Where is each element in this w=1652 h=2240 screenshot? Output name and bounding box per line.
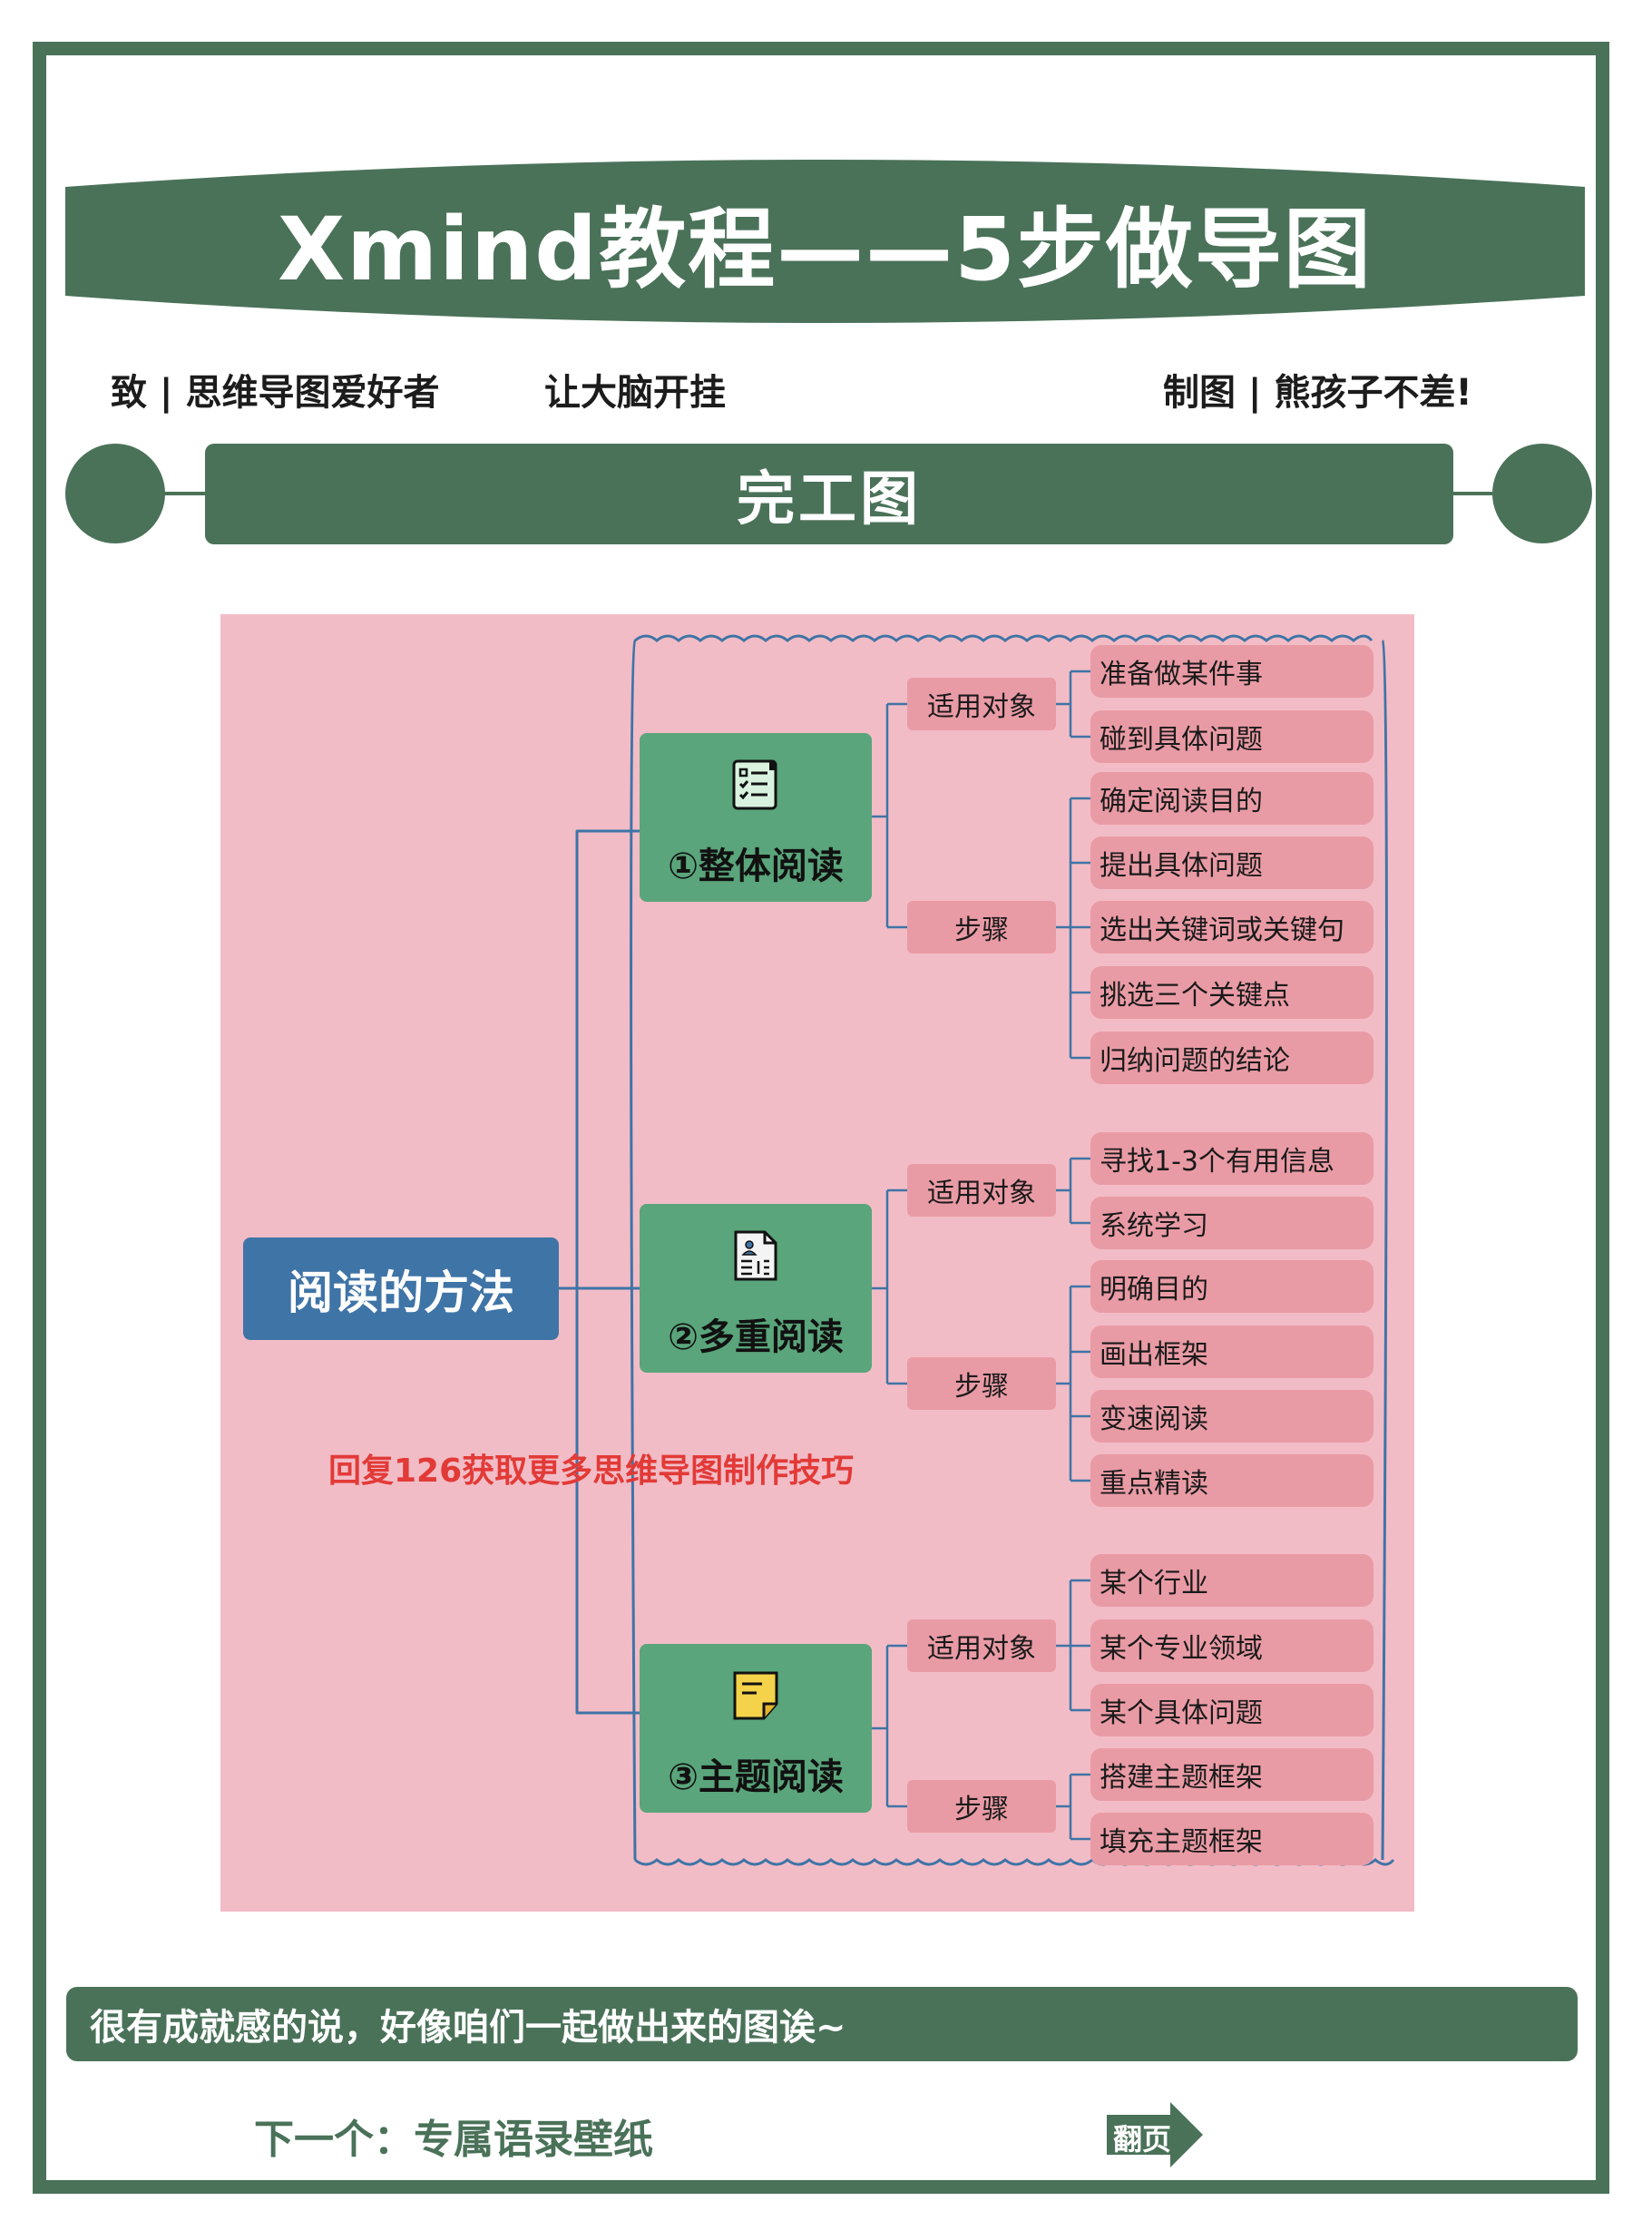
section-left-dot: [65, 444, 165, 543]
section-title: 完工图: [205, 444, 1453, 544]
leaf-item: 准备做某件事: [1090, 645, 1373, 698]
leaf-item: 填充主题框架: [1090, 1813, 1373, 1865]
page-frame: [33, 42, 1609, 2194]
byline-slogan: 让大脑开挂: [544, 372, 726, 414]
leaf-item: 确定阅读目的: [1090, 772, 1373, 825]
arrow-right-icon[interactable]: [1105, 2100, 1205, 2169]
branch-overall-reading: ①整体阅读: [640, 733, 872, 902]
section-left-connector: [163, 492, 209, 495]
branch-topic-reading: ③主题阅读: [640, 1644, 872, 1813]
leaf-item: 某个专业领域: [1090, 1619, 1373, 1672]
byline-audience: 致 | 思维导图爱好者: [111, 372, 440, 414]
mindmap-root: 阅读的方法: [243, 1237, 559, 1340]
subtopic-steps: 步骤: [907, 1357, 1056, 1410]
next-page-button[interactable]: 翻页: [1112, 2122, 1171, 2157]
subtopic-target: 适用对象: [907, 1164, 1056, 1217]
leaf-item: 某个具体问题: [1090, 1684, 1373, 1736]
branch-multiple-reading: ②多重阅读: [640, 1204, 872, 1373]
page-title: Xmind教程——5步做导图: [278, 198, 1373, 300]
title-banner: [65, 160, 1585, 323]
leaf-item: 明确目的: [1090, 1260, 1373, 1313]
branch-label: ③主题阅读: [668, 1756, 844, 1798]
leaf-item: 变速阅读: [1090, 1390, 1373, 1443]
branch-label: ①整体阅读: [668, 846, 844, 887]
promo-text: 回复126获取更多思维导图制作技巧: [328, 1453, 855, 1490]
sticky-note-icon: [733, 1671, 778, 1720]
footer-caption: 很有成就感的说，好像咱们一起做出来的图诶~: [66, 1987, 1578, 2061]
branch-label: ②多重阅读: [668, 1316, 844, 1358]
leaf-item: 挑选三个关键点: [1090, 966, 1373, 1019]
leaf-item: 画出框架: [1090, 1325, 1373, 1378]
leaf-item: 某个行业: [1090, 1554, 1373, 1607]
leaf-item: 选出关键词或关键句: [1090, 901, 1373, 954]
byline-author: 制图 | 熊孩子不差!: [1163, 372, 1472, 414]
leaf-item: 归纳问题的结论: [1090, 1032, 1373, 1084]
leaf-item: 碰到具体问题: [1090, 710, 1373, 763]
section-right-dot: [1492, 444, 1592, 543]
leaf-item: 系统学习: [1090, 1197, 1373, 1249]
document-profile-icon: [734, 1230, 777, 1281]
checklist-icon: [732, 759, 777, 810]
leaf-item: 重点精读: [1090, 1454, 1373, 1507]
subtopic-steps: 步骤: [907, 901, 1056, 954]
section-right-connector: [1450, 492, 1495, 495]
subtopic-target: 适用对象: [907, 1619, 1056, 1672]
leaf-item: 寻找1-3个有用信息: [1090, 1132, 1373, 1185]
leaf-item: 提出具体问题: [1090, 836, 1373, 889]
leaf-item: 搭建主题框架: [1090, 1748, 1373, 1801]
next-page-text: 下一个：专属语录壁纸: [254, 2117, 653, 2163]
subtopic-steps: 步骤: [907, 1780, 1056, 1833]
subtopic-target: 适用对象: [907, 678, 1056, 730]
